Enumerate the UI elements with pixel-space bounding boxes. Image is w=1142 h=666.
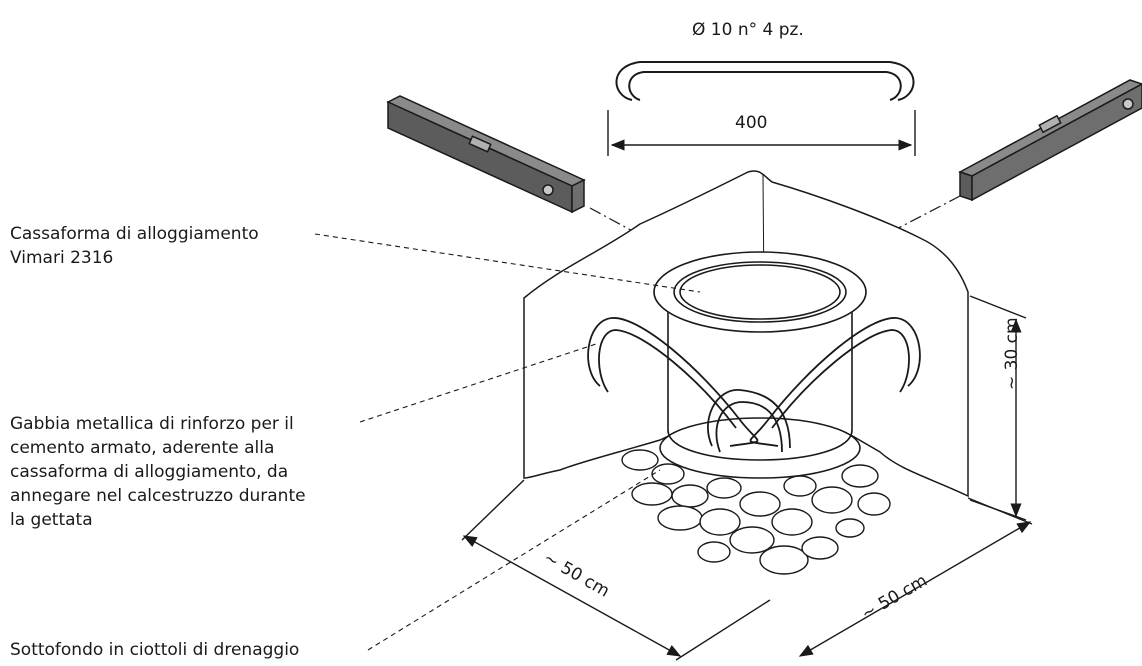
cage-label-line-2: cemento armato, aderente alla xyxy=(10,438,275,458)
casing-cylinder xyxy=(653,251,867,479)
cage-label-line-1: Gabbia metallica di rinforzo per il xyxy=(10,414,294,434)
height-dimension-label: ~ 30 cm xyxy=(1002,317,1022,390)
cage-label: Gabbia metallica di rinforzo per il ceme… xyxy=(10,412,370,532)
rebar-u-bar xyxy=(615,61,915,101)
casing-label: Cassaforma di alloggiamento Vimari 2316 xyxy=(10,222,330,270)
leader-lines xyxy=(314,233,701,651)
base-dimensions xyxy=(461,479,1033,661)
spirit-level-right xyxy=(958,79,1142,202)
gravel-label: Sottofondo in ciottoli di drenaggio xyxy=(10,640,300,660)
spirit-level-left xyxy=(386,95,586,214)
casing-label-line-1: Cassaforma di alloggiamento xyxy=(10,224,259,244)
cage-label-line-5: la gettata xyxy=(10,510,93,530)
casing-label-line-2: Vimari 2316 xyxy=(10,248,114,268)
cage-label-line-4: annegare nel calcestruzzo durante xyxy=(10,486,306,506)
gravel-bed xyxy=(621,449,891,575)
reinforcement-cage xyxy=(587,317,921,453)
cage-label-line-3: cassaforma di alloggiamento, da xyxy=(10,462,289,482)
rebar-dimension xyxy=(607,110,916,156)
rebar-spec-label: Ø 10 n° 4 pz. xyxy=(692,20,804,40)
rebar-length-label: 400 xyxy=(735,113,768,133)
